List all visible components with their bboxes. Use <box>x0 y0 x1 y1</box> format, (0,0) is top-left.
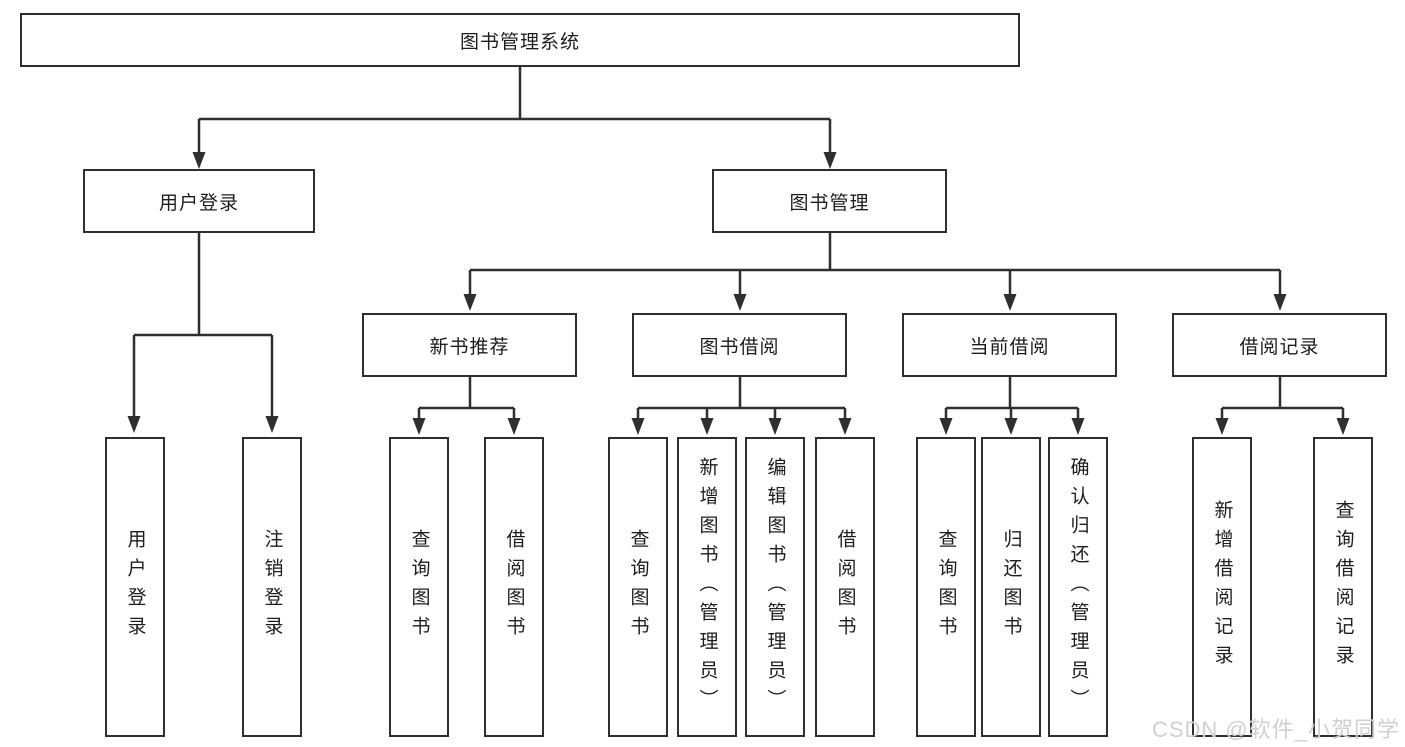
leaf-recommend-borrow-books: 借阅图书 <box>484 437 544 737</box>
leaf-current-return-books: 归还图书 <box>981 437 1041 737</box>
leaf-borrow-borrow-books-label: 借阅图书 <box>834 529 856 645</box>
leaf-recommend-borrow-books-label: 借阅图书 <box>503 529 525 645</box>
leaf-recommend-query-books: 查询图书 <box>389 437 449 737</box>
leaf-borrow-borrow-books: 借阅图书 <box>815 437 875 737</box>
leaf-logout: 注销登录 <box>242 437 302 737</box>
node-root: 图书管理系统 <box>20 13 1020 67</box>
leaf-user-login-label: 用户登录 <box>124 529 146 645</box>
leaf-borrow-add-books-admin-label: 新增图书（管理员） <box>696 456 718 718</box>
connector-root-to-level2 <box>192 67 837 169</box>
leaf-current-return-books-label: 归还图书 <box>1000 529 1022 645</box>
leaf-current-confirm-return-admin-label: 确认归还（管理员） <box>1067 456 1089 718</box>
node-book-borrow-label: 图书借阅 <box>699 336 780 358</box>
node-current-borrow-label: 当前借阅 <box>969 336 1050 358</box>
node-borrow-records: 借阅记录 <box>1172 313 1387 377</box>
leaf-records-query-record: 查询借阅记录 <box>1313 437 1373 737</box>
node-root-label: 图书管理系统 <box>459 31 580 53</box>
connector-book-management-children <box>463 233 1287 311</box>
node-borrow-records-label: 借阅记录 <box>1239 336 1320 358</box>
leaf-records-query-record-label: 查询借阅记录 <box>1332 500 1354 674</box>
node-current-borrow: 当前借阅 <box>902 313 1117 377</box>
leaf-current-confirm-return-admin: 确认归还（管理员） <box>1048 437 1108 737</box>
node-user-login: 用户登录 <box>83 169 315 233</box>
leaf-borrow-edit-books-admin: 编辑图书（管理员） <box>745 437 805 737</box>
node-book-management-label: 图书管理 <box>789 192 870 214</box>
leaf-current-query-books: 查询图书 <box>916 437 976 737</box>
leaf-borrow-query-books-label: 查询图书 <box>627 529 649 645</box>
node-new-book-recommend: 新书推荐 <box>362 313 577 377</box>
leaf-records-add-record: 新增借阅记录 <box>1192 437 1252 737</box>
connector-user-login-children <box>127 233 279 433</box>
node-user-login-label: 用户登录 <box>158 192 239 214</box>
leaf-records-add-record-label: 新增借阅记录 <box>1211 500 1233 674</box>
connector-book-borrow-children <box>631 377 852 435</box>
connector-borrow-records-children <box>1215 377 1350 435</box>
csdn-watermark: CSDN @软件_小贺同学 <box>1151 717 1400 742</box>
node-new-book-recommend-label: 新书推荐 <box>429 336 510 358</box>
leaf-current-query-books-label: 查询图书 <box>935 529 957 645</box>
connector-current-borrow-children <box>939 377 1085 435</box>
node-book-management: 图书管理 <box>712 169 947 233</box>
leaf-borrow-edit-books-admin-label: 编辑图书（管理员） <box>764 456 786 718</box>
leaf-user-login: 用户登录 <box>105 437 165 737</box>
leaf-borrow-add-books-admin: 新增图书（管理员） <box>677 437 737 737</box>
connector-new-book-recommend-children <box>412 377 521 435</box>
leaf-borrow-query-books: 查询图书 <box>608 437 668 737</box>
node-book-borrow: 图书借阅 <box>632 313 847 377</box>
leaf-logout-label: 注销登录 <box>261 529 283 645</box>
leaf-recommend-query-books-label: 查询图书 <box>408 529 430 645</box>
